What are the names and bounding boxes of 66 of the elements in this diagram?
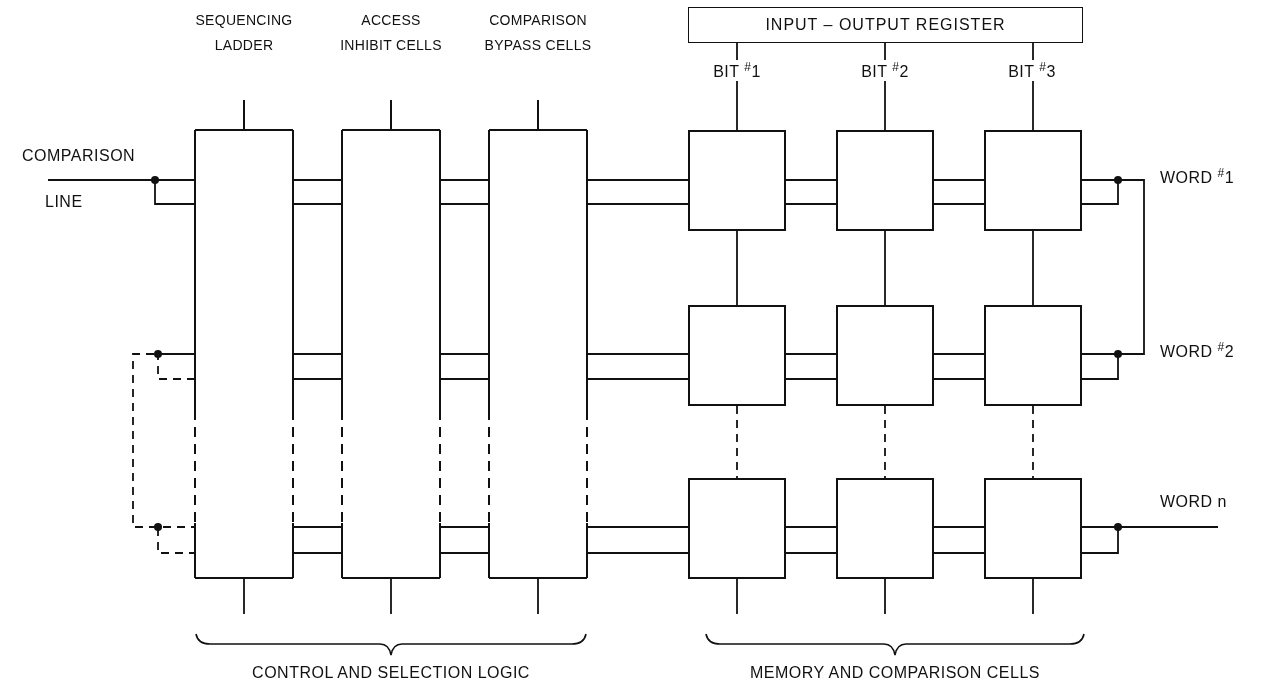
- connector-line: [439, 378, 490, 380]
- connector-line: [586, 526, 689, 528]
- connector-line: [736, 578, 738, 615]
- connector-line: [785, 353, 837, 355]
- connector-line: [933, 526, 985, 528]
- connector-line: [132, 353, 196, 554]
- connector-line: [785, 552, 837, 554]
- block-heading: SEQUENCING LADDER: [194, 11, 294, 55]
- signal-label: COMPARISON: [22, 147, 137, 165]
- connector-line: [785, 378, 837, 380]
- signal-label: WORD $^{#}$2: [1160, 340, 1236, 362]
- connector-line: [292, 378, 343, 380]
- connector-line: [439, 203, 490, 205]
- memory-cell: [688, 130, 786, 231]
- connector-line: [1081, 179, 1145, 380]
- connector-line: [292, 203, 343, 205]
- connector-line: [884, 405, 886, 479]
- signal-label: MEMORY AND COMPARISON CELLS: [749, 664, 1041, 682]
- connector-line: [785, 203, 837, 205]
- connector-line: [1081, 526, 1219, 554]
- connector-line: [1032, 405, 1034, 479]
- connector-line: [243, 577, 245, 615]
- memory-cell: [984, 305, 1082, 406]
- memory-cell: [688, 478, 786, 579]
- connector-line: [586, 552, 689, 554]
- connector-line: [586, 179, 689, 181]
- connector-line: [884, 230, 886, 306]
- connector-line: [933, 203, 985, 205]
- signal-label: WORD $^{#}$1: [1160, 166, 1236, 188]
- block-heading: ACCESS INHIBIT CELLS: [339, 11, 443, 55]
- connector-line: [933, 552, 985, 554]
- connector-line: [586, 378, 689, 380]
- connector-line: [586, 203, 689, 205]
- memory-cell: [836, 478, 934, 579]
- memory-cell: [836, 130, 934, 231]
- connector-line: [785, 526, 837, 528]
- connector-line: [1032, 230, 1034, 306]
- block-heading: COMPARISON BYPASS CELLS: [483, 11, 593, 55]
- connector-line: [292, 552, 343, 554]
- connector-line: [933, 179, 985, 181]
- connector-line: [292, 526, 343, 528]
- connector-line: [537, 577, 539, 615]
- connector-line: [439, 179, 490, 181]
- connector-line: [933, 378, 985, 380]
- signal-label: WORD n: [1160, 493, 1228, 511]
- connector-line: [933, 353, 985, 355]
- memory-cell: [688, 305, 786, 406]
- connector-line: [390, 577, 392, 615]
- memory-cell: [984, 130, 1082, 231]
- connector-line: [884, 578, 886, 615]
- connector-line: [47, 179, 196, 205]
- signal-label: LINE: [45, 193, 84, 211]
- connector-line: [586, 353, 689, 355]
- connector-line: [785, 179, 837, 181]
- memory-cell: [836, 305, 934, 406]
- connector-line: [736, 230, 738, 306]
- connector-line: [292, 353, 343, 355]
- memory-cell: [984, 478, 1082, 579]
- register-box: INPUT – OUTPUT REGISTER: [688, 7, 1083, 43]
- connector-line: [439, 552, 490, 554]
- connector-line: [736, 405, 738, 479]
- connector-line: [1032, 578, 1034, 615]
- signal-label: CONTROL AND SELECTION LOGIC: [251, 664, 531, 682]
- connector-line: [292, 179, 343, 181]
- connector-line: [439, 353, 490, 355]
- connector-line: [439, 526, 490, 528]
